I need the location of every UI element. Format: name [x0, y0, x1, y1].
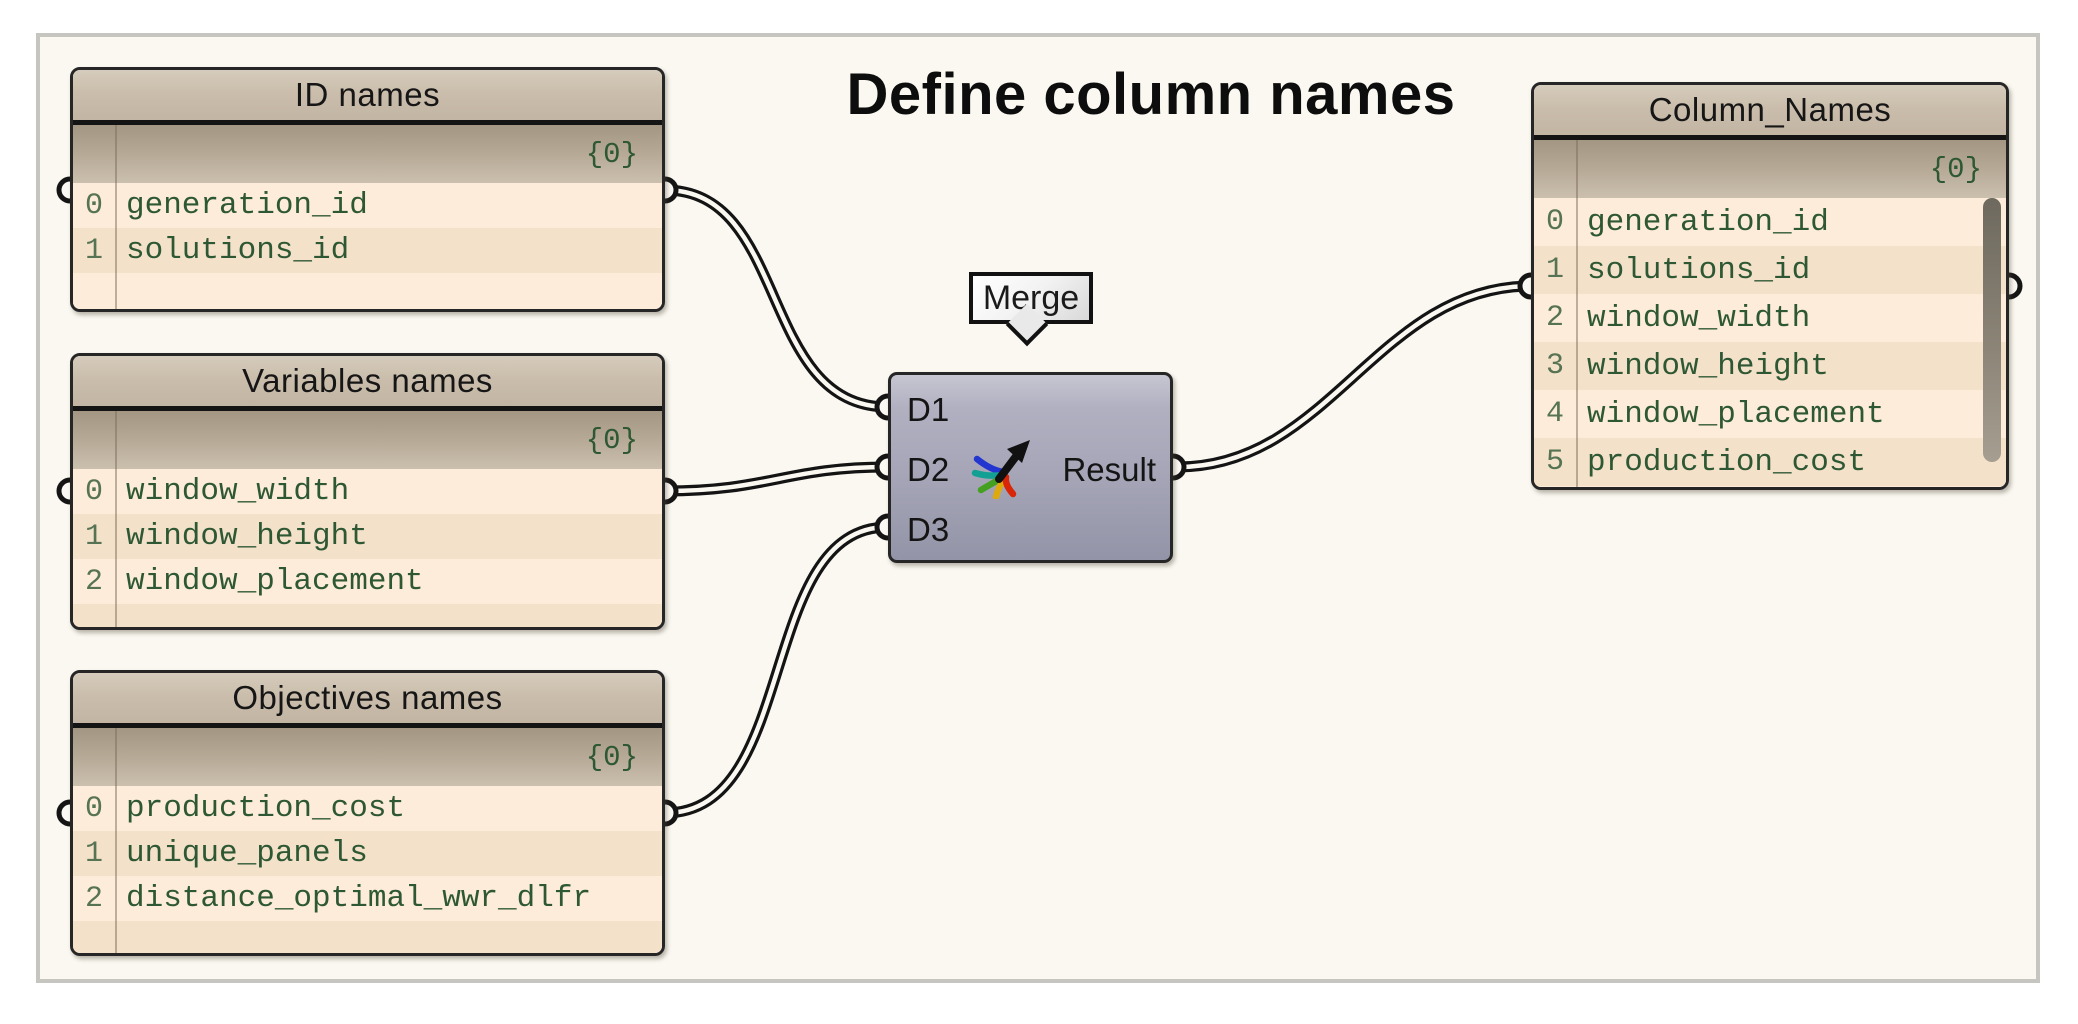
panel-title: Variables names	[73, 356, 662, 411]
panel-body: {0} 0 window_width 1 window_height 2 window_p…	[73, 411, 662, 627]
data-path-badge: {0}	[1534, 140, 2006, 198]
panel-column-names[interactable]: Column_Names {0} 0 generation_id 1 solution…	[1531, 82, 2009, 490]
row-index: 2	[84, 564, 103, 599]
row-value: window_width	[1587, 300, 1811, 336]
list-item: 3 window_height	[1534, 342, 2006, 390]
panel-title: ID names	[73, 70, 662, 125]
row-index: 0	[84, 791, 103, 826]
list-item: 5 production_cost	[1534, 438, 2006, 486]
list-item: 0 window_width	[73, 469, 662, 514]
row-index: 0	[84, 474, 103, 509]
row-value: window_placement	[1587, 396, 1885, 432]
wire-result-to-column-names[interactable]	[1172, 280, 1537, 473]
list-item: 2 window_width	[1534, 294, 2006, 342]
row-index: 5	[1545, 445, 1564, 479]
data-path-badge: {0}	[73, 728, 662, 786]
row-value: window_width	[126, 474, 350, 509]
panel-rows: 0 generation_id 1 solutions_id 2 window_width…	[1534, 198, 2006, 487]
row-value: window_height	[1587, 348, 1829, 384]
list-item: 1 solutions_id	[73, 228, 662, 273]
panel-variables-names[interactable]: Variables names {0} 0 window_width 1 window…	[70, 353, 665, 630]
row-index: 0	[84, 188, 103, 223]
row-value: window_placement	[126, 564, 424, 599]
row-index: 2	[84, 881, 103, 916]
wire-variables-to-d2[interactable]	[659, 461, 894, 497]
list-item: 0 generation_id	[73, 183, 662, 228]
row-value: production_cost	[126, 791, 406, 826]
list-item: 2 window_placement	[73, 559, 662, 604]
list-item: 0 generation_id	[1534, 198, 2006, 246]
data-path-badge: {0}	[73, 411, 662, 469]
list-item: 0 production_cost	[73, 786, 662, 831]
row-index: 2	[1545, 301, 1564, 335]
panel-objectives-names[interactable]: Objectives names {0} 0 production_cost 1 un…	[70, 670, 665, 956]
row-value: distance_optimal_wwr_dlfr	[126, 881, 592, 916]
merge-component[interactable]: D1 D2 D3 Result	[888, 372, 1173, 563]
merge-output-result-label: Result	[1062, 451, 1156, 488]
row-value: unique_panels	[126, 836, 368, 871]
list-item: 2 distance_optimal_wwr_dlfr	[73, 876, 662, 921]
row-value: solutions_id	[1587, 252, 1811, 288]
merge-input-d2-label: D2	[907, 451, 950, 488]
list-item: 1 unique_panels	[73, 831, 662, 876]
row-value: window_height	[126, 519, 368, 554]
row-index: 3	[1545, 349, 1564, 383]
row-index: 0	[1545, 205, 1564, 239]
panel-body: {0} 0 production_cost 1 unique_panels 2 dista…	[73, 728, 662, 953]
row-value: production_cost	[1587, 444, 1867, 480]
canvas-annotation-title: Define column names	[846, 62, 1456, 127]
merge-input-d3-label: D3	[907, 511, 950, 548]
merge-input-d1-label: D1	[907, 391, 950, 428]
panel-rows: 0 generation_id 1 solutions_id	[73, 183, 662, 309]
wire-id-names-to-d1[interactable]	[659, 184, 894, 413]
panel-rows: 0 window_width 1 window_height 2 window_place…	[73, 469, 662, 627]
row-index: 4	[1545, 397, 1564, 431]
row-index: 1	[1545, 253, 1564, 287]
row-index: 1	[84, 233, 103, 268]
panel-title: Column_Names	[1534, 85, 2006, 140]
merge-arrows-icon	[971, 440, 1030, 499]
row-index: 1	[84, 519, 103, 554]
panel-body: {0} 0 generation_id 1 solutions_id 2 window_w…	[1534, 140, 2006, 487]
panel-body: {0} 0 generation_id 1 solutions_id	[73, 125, 662, 309]
list-item: 1 window_height	[73, 514, 662, 559]
data-path-badge: {0}	[73, 125, 662, 183]
panel-title: Objectives names	[73, 673, 662, 728]
row-value: generation_id	[1587, 204, 1829, 240]
list-item: 4 window_placement	[1534, 390, 2006, 438]
wire-objectives-to-d3[interactable]	[659, 521, 894, 819]
row-index: 1	[84, 836, 103, 871]
list-item: 1 solutions_id	[1534, 246, 2006, 294]
panel-rows: 0 production_cost 1 unique_panels 2 distance_…	[73, 786, 662, 953]
row-value: solutions_id	[126, 233, 350, 268]
panel-id-names[interactable]: ID names {0} 0 generation_id 1 solutions_id	[70, 67, 665, 312]
panel-scrollbar[interactable]	[1983, 198, 2001, 462]
row-value: generation_id	[126, 188, 368, 223]
